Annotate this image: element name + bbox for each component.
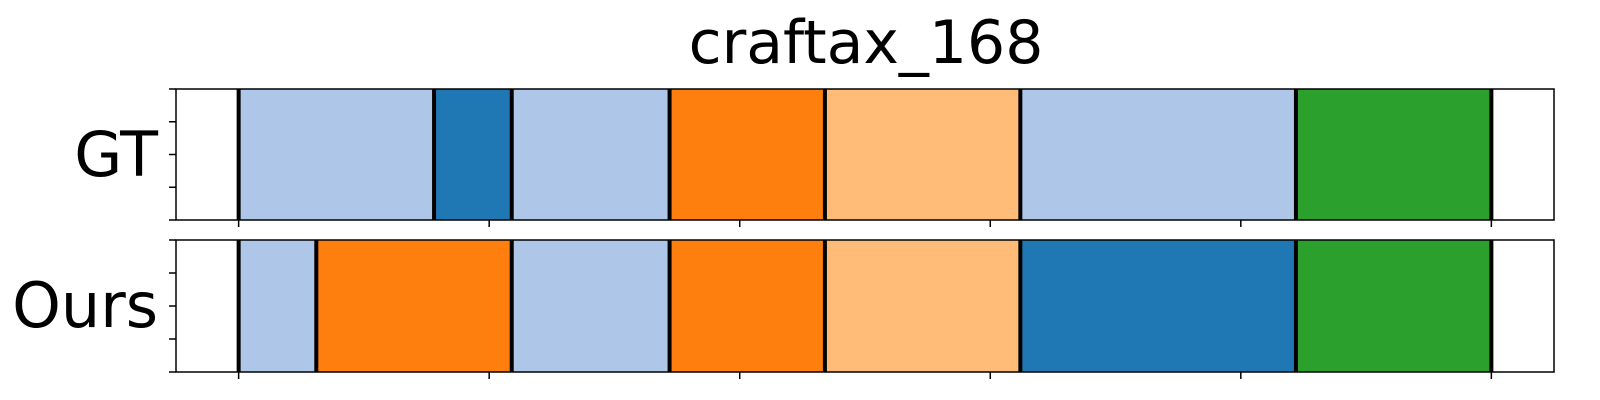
segment-ours-3	[669, 240, 825, 372]
segment-gt-6	[1295, 89, 1492, 220]
row-label-gt: GT	[74, 118, 159, 191]
segment-gt-2	[511, 89, 670, 220]
row-label-ours: Ours	[12, 269, 158, 342]
row-ours: Ours	[12, 239, 1555, 379]
segment-ours-4	[824, 240, 1021, 372]
segment-gt-0	[238, 89, 435, 220]
segment-gt-1	[434, 89, 512, 220]
rows-layer: GT Ours	[12, 88, 1555, 379]
segment-ours-2	[511, 240, 670, 372]
row-gt: GT	[74, 88, 1555, 227]
segment-ours-0	[238, 240, 317, 372]
segment-ours-1	[316, 240, 512, 372]
segment-ours-5	[1020, 240, 1296, 372]
segment-gt-4	[824, 89, 1021, 220]
segment-ours-6	[1295, 240, 1492, 372]
chart-title: craftax_168	[689, 8, 1044, 78]
segment-gt-5	[1020, 89, 1296, 220]
segment-gt-3	[669, 89, 825, 220]
